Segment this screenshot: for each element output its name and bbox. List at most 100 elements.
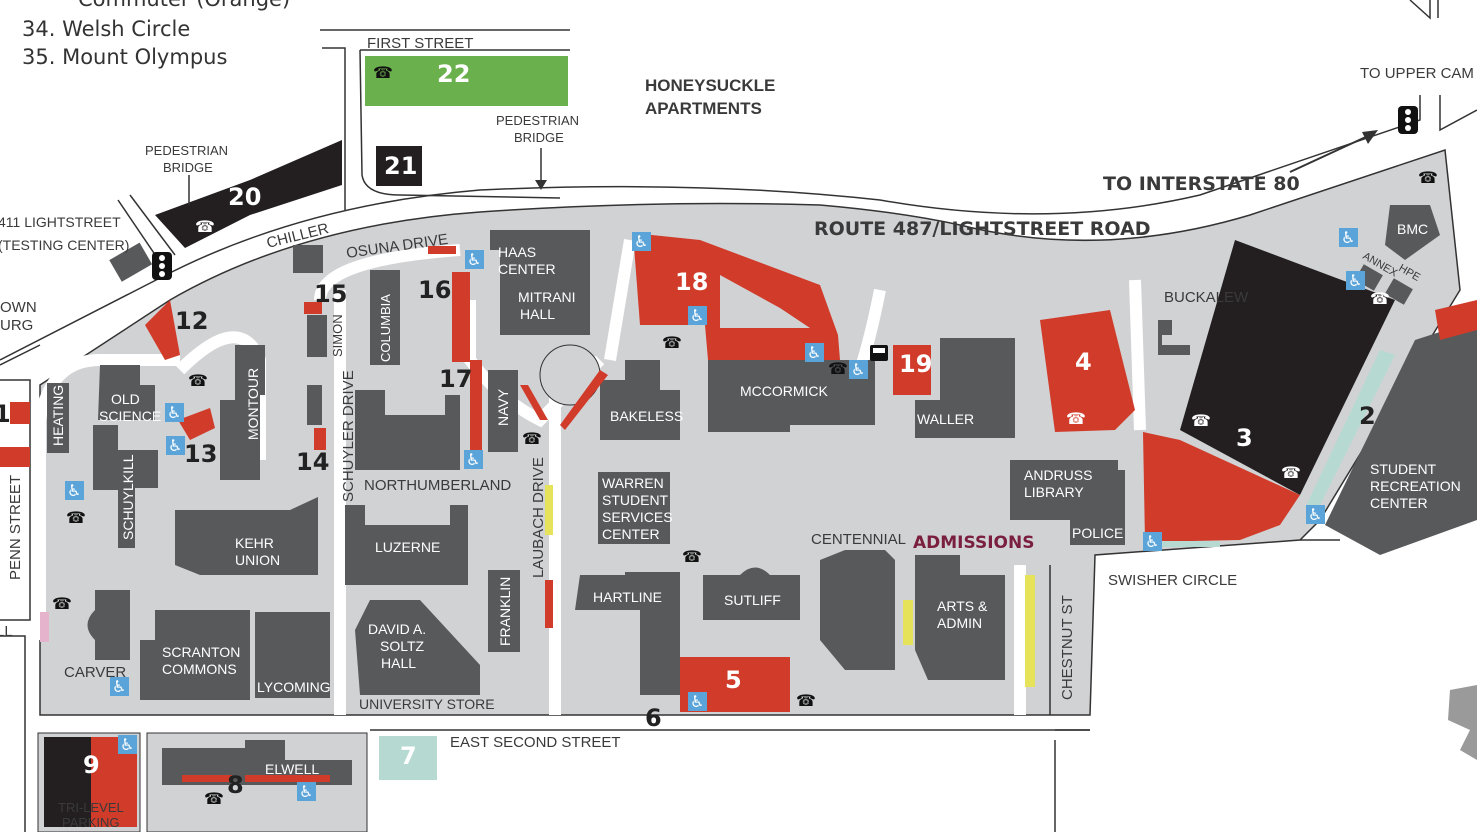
lot-21[interactable] <box>376 146 422 186</box>
building-hpe <box>1384 278 1413 305</box>
lot-left-cut[interactable] <box>0 447 30 467</box>
lot-15[interactable] <box>304 302 322 314</box>
lot-laubach-1[interactable] <box>520 385 548 420</box>
phone-icon: ☎ <box>796 691 816 710</box>
lot-number-9[interactable]: 9 <box>83 751 100 779</box>
road-schuyler: SCHUYLER DRIVE <box>340 370 357 502</box>
lot-number-21[interactable]: 21 <box>384 152 417 180</box>
label-old-science-1: OLD <box>111 391 140 407</box>
label-centennial: CENTENNIAL <box>811 531 906 548</box>
road-laubach: LAUBACH DRIVE <box>530 457 547 578</box>
accessible-icon: ♿ <box>67 481 81 500</box>
phone-icon: ☎ <box>1281 463 1301 482</box>
lot-laubach-2[interactable] <box>560 370 608 430</box>
lot-number-8[interactable]: 8 <box>227 771 244 799</box>
lot-numbers[interactable]: 2 3 4 5 6 7 8 9 12 13 14 15 16 17 18 19 … <box>83 60 1376 799</box>
lot-number-7[interactable]: 7 <box>400 742 417 770</box>
label-andruss-1: ANDRUSS <box>1024 467 1092 483</box>
building-franklin <box>488 570 520 652</box>
label-hall-cut: LL <box>0 623 13 640</box>
accessible-icon: ♿ <box>851 360 865 379</box>
label-honeysuckle-1: HONEYSUCKLE <box>645 76 775 95</box>
lot-number-6[interactable]: 6 <box>645 704 662 732</box>
lot-8-right[interactable] <box>245 775 330 782</box>
label-own: OWN <box>0 299 37 316</box>
lot-17[interactable] <box>470 360 482 450</box>
building-centennial <box>820 550 895 670</box>
legend-cut: Commuter (Orange) <box>78 0 290 11</box>
lot-8-left[interactable] <box>182 775 232 782</box>
lot-pink[interactable] <box>40 612 49 642</box>
building-scranton <box>140 610 250 700</box>
lot-3[interactable] <box>1180 240 1395 495</box>
label-lycoming: LYCOMING <box>257 679 331 695</box>
building-rec-center <box>1325 320 1477 555</box>
lot-number-12[interactable]: 12 <box>175 307 208 335</box>
accessible-icon: ♿ <box>1341 228 1355 247</box>
lot-19[interactable] <box>893 345 931 395</box>
label-waller: WALLER <box>917 411 974 427</box>
lot-2-strip[interactable] <box>1160 541 1220 547</box>
lot-13[interactable] <box>178 408 215 440</box>
label-kehr-1: KEHR <box>235 535 274 551</box>
lot-number-3[interactable]: 3 <box>1236 424 1253 452</box>
lot-arts-yellow[interactable] <box>903 600 913 645</box>
lot-laubach-yellow[interactable] <box>545 485 553 535</box>
parking-lots[interactable] <box>0 56 1477 827</box>
accessible-icon: ♿ <box>1145 532 1159 551</box>
label-bakeless: BAKELESS <box>610 408 683 424</box>
arrow-head <box>535 180 547 190</box>
lot-12[interactable] <box>145 300 180 360</box>
decorative-shape <box>1448 685 1477 760</box>
label-lightstreet-2: (TESTING CENTER) <box>0 237 129 253</box>
lot-number-2[interactable]: 2 <box>1359 402 1376 430</box>
accessible-icon: ♿ <box>467 250 481 269</box>
accessible-parking: ♿ ♿ ♿ ♿ ♿ ♿ ♿ ♿ ♿ ♿ ♿ ♿ ♿ ♿ ♿ ♿ ♿ <box>65 228 1365 801</box>
accessible-icon: ♿ <box>690 306 704 325</box>
lot-14[interactable] <box>314 428 326 450</box>
label-admissions[interactable]: ADMISSIONS <box>913 533 1034 553</box>
label-rec-1: STUDENT <box>1370 461 1437 477</box>
label-northumberland: NORTHUMBERLAND <box>364 477 511 494</box>
lot-chestnut-yellow[interactable] <box>1025 575 1035 687</box>
lot-number-14[interactable]: 14 <box>296 448 329 476</box>
lot-3-red[interactable] <box>1143 432 1300 542</box>
lot-number-22[interactable]: 22 <box>437 60 470 88</box>
lot-number-15[interactable]: 15 <box>314 280 347 308</box>
lot-9-black[interactable] <box>44 737 91 827</box>
building-buckalew <box>1158 320 1190 355</box>
lot-number-18[interactable]: 18 <box>675 268 708 296</box>
lot-22[interactable] <box>365 56 568 106</box>
lot-number-19[interactable]: 19 <box>899 350 932 378</box>
lot-1[interactable] <box>10 402 30 424</box>
lot-4[interactable] <box>1040 310 1135 432</box>
lot-number-20[interactable]: 20 <box>228 183 261 211</box>
building-schuylkill <box>93 425 158 548</box>
lot-18[interactable] <box>633 233 840 360</box>
lot-20[interactable] <box>155 140 342 248</box>
building-navy <box>488 370 518 452</box>
label-ped-bridge-1a: PEDESTRIAN <box>145 143 228 158</box>
label-ped-bridge-2a: PEDESTRIAN <box>496 113 579 128</box>
lot-number-17[interactable]: 17 <box>439 365 472 393</box>
lot-16[interactable] <box>452 272 470 362</box>
lot-number-4[interactable]: 4 <box>1075 348 1092 376</box>
lot-number-16[interactable]: 16 <box>418 276 451 304</box>
lot-right-cut[interactable] <box>1435 300 1477 340</box>
road-upper-campus: TO UPPER CAM <box>1360 65 1474 82</box>
lot-laubach-3[interactable] <box>545 580 553 628</box>
accessible-icon: ♿ <box>634 232 648 251</box>
accessible-icon: ♿ <box>120 735 134 754</box>
accessible-icon: ♿ <box>167 403 181 422</box>
lot-16-strip[interactable] <box>428 246 456 254</box>
lot-2[interactable] <box>1305 350 1395 515</box>
accessible-icon: ♿ <box>690 692 704 711</box>
building-police <box>1070 470 1125 545</box>
lot-number-13[interactable]: 13 <box>184 440 217 468</box>
label-urg: URG <box>0 317 33 334</box>
label-buckalew: BUCKALEW <box>1164 289 1249 306</box>
lot-number-5[interactable]: 5 <box>725 666 742 694</box>
lot-7[interactable] <box>379 736 437 780</box>
